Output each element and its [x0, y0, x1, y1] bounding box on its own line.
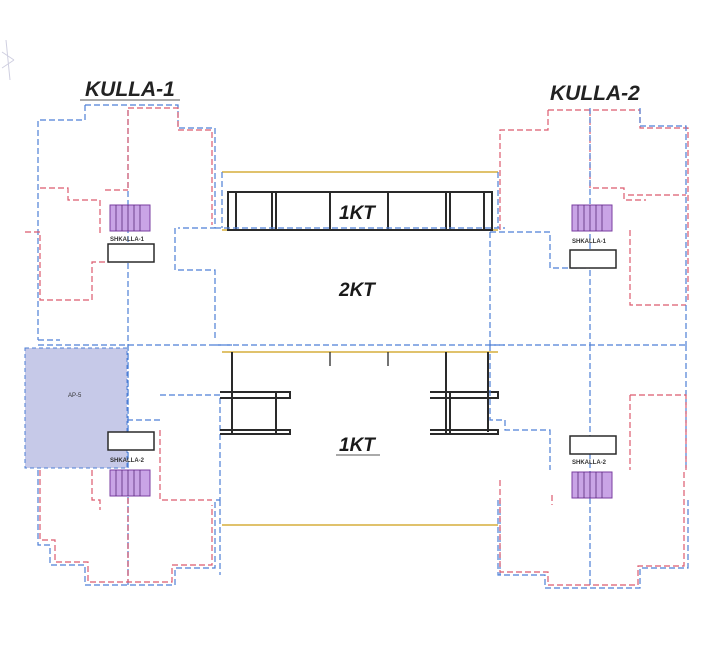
- stair-label: SHKALLA-2: [572, 460, 607, 466]
- stair-label: SHKALLA-1: [110, 237, 145, 243]
- center-block: 1KT 2KT 1KT: [215, 171, 505, 575]
- kulla-2-tower: SHKALLA-1 SHKALLA-2 KULLA-2: [489, 82, 689, 589]
- kulla-1-red-unit-bottom: [39, 430, 213, 583]
- kulla-1-red-unit-top: [25, 107, 213, 301]
- stair-box: [571, 471, 613, 499]
- kulla-1-blue-core: [38, 110, 232, 575]
- upper-1kt-label: 1KT: [339, 203, 376, 224]
- frame-outline: [430, 352, 499, 435]
- kulla-1-blue-outline-top: [37, 104, 216, 341]
- frame-outline: [220, 352, 291, 435]
- elevator-box: [569, 435, 617, 455]
- frame-outline: [227, 191, 493, 231]
- elevator-box: [107, 243, 155, 263]
- center-blue-connector: [215, 172, 505, 575]
- kulla-2-red-outline-bottom: [499, 394, 687, 586]
- stair-box: [571, 204, 613, 232]
- stair-label: SHKALLA-2: [110, 458, 145, 464]
- elevator-box: [107, 431, 155, 451]
- kulla-1-tower: AP-5 SHKALLA-1 SHKALLA-2 KULLA-1: [24, 78, 232, 586]
- kulla-2-stair-2[interactable]: SHKALLA-2: [569, 435, 617, 499]
- lower-1kt-label: 1KT: [339, 435, 376, 456]
- kulla-1-title: KULLA-1: [85, 78, 175, 101]
- kulla-1-blue-outline-bottom: [37, 345, 221, 586]
- lower-1kt-frame-right[interactable]: [430, 352, 499, 435]
- kulla-1-stair-2[interactable]: SHKALLA-2: [107, 431, 155, 497]
- kulla-2-stair-1[interactable]: SHKALLA-1: [569, 204, 617, 269]
- kulla-2-blue-outline-bottom: [489, 345, 689, 589]
- stair-label: SHKALLA-1: [572, 239, 607, 245]
- lower-1kt-frame-left[interactable]: [220, 352, 291, 435]
- kulla-2-title: KULLA-2: [550, 82, 640, 105]
- elevator-box: [569, 249, 617, 269]
- stair-box: [109, 469, 151, 497]
- upper-1kt-frame[interactable]: [227, 191, 493, 231]
- kulla-1-stair-1[interactable]: SHKALLA-1: [107, 204, 155, 263]
- ap-5-label: AP-5: [68, 393, 82, 399]
- middle-2kt-label: 2KT: [338, 280, 376, 301]
- kulla-2-red-outline-top: [499, 109, 689, 306]
- stair-box: [109, 204, 151, 232]
- corner-mark: [1, 39, 15, 81]
